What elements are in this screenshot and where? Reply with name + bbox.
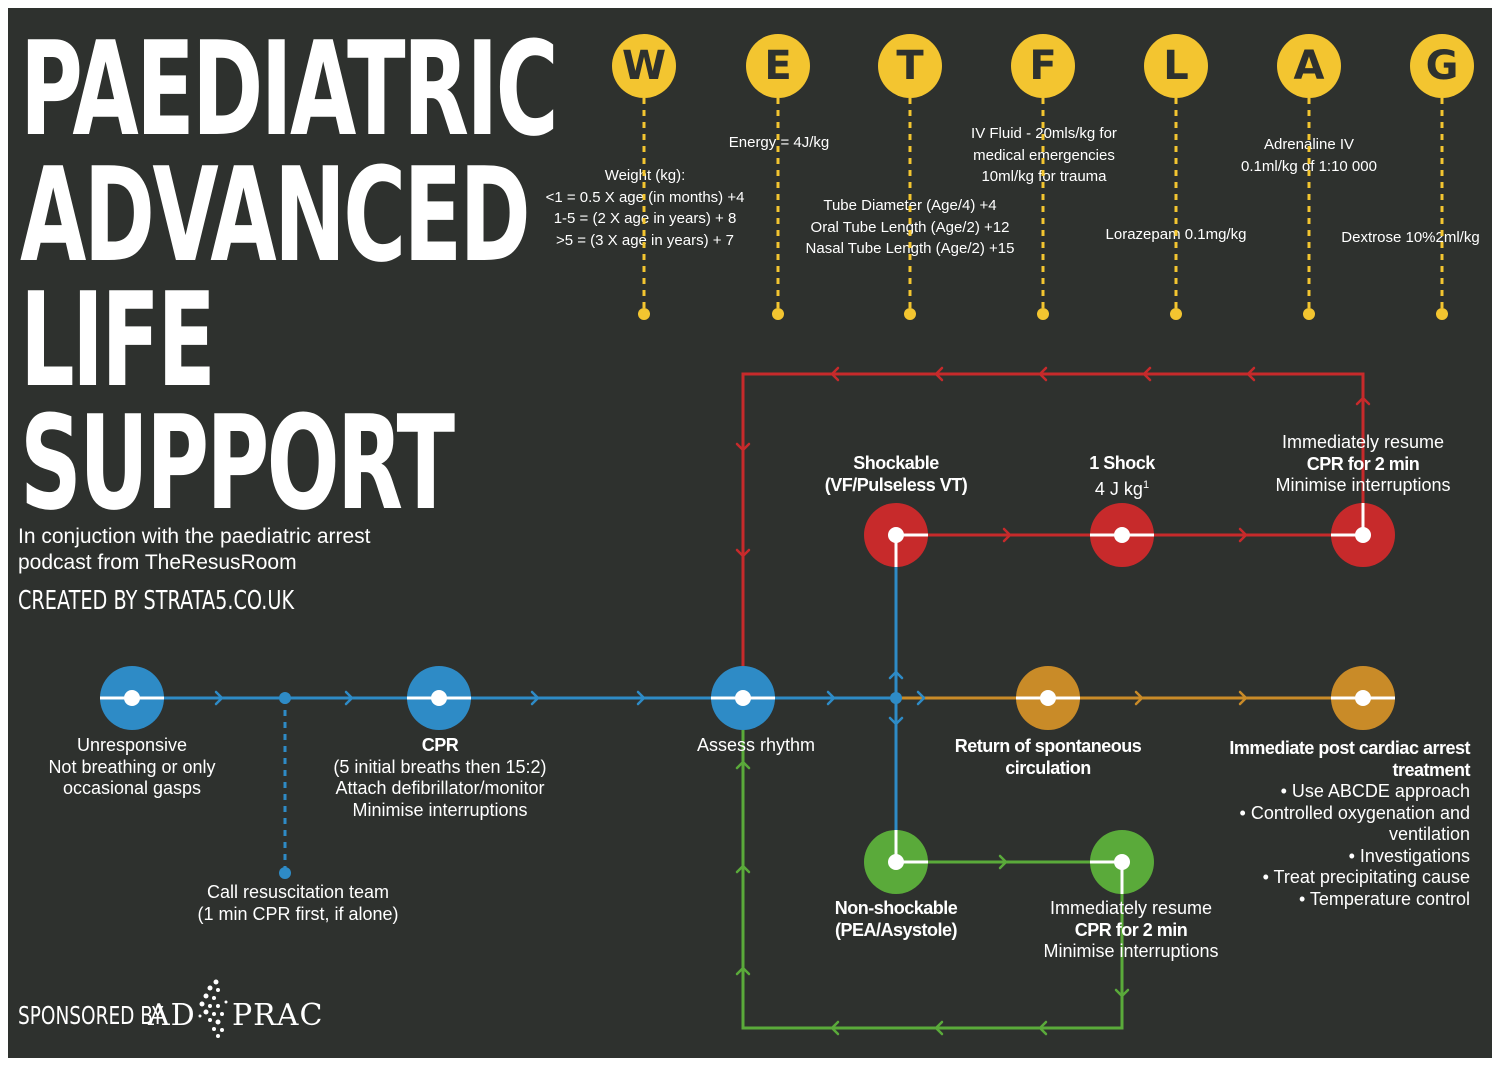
subtitle-line-1: In conjuction with the paediatric arrest bbox=[18, 525, 371, 548]
sponsor-label: SPONSORED BY bbox=[18, 1001, 164, 1030]
sponsor-brand-left: AD bbox=[148, 998, 196, 1033]
junction-dots bbox=[279, 308, 1448, 879]
green-loop-line bbox=[741, 698, 1124, 1030]
title-line-3: LIFE bbox=[20, 264, 216, 416]
flag-l: L bbox=[1144, 34, 1208, 98]
title-line-2: ADVANCED bbox=[20, 139, 531, 291]
label-one-shock: 1 Shock 4 J kg1 bbox=[1089, 453, 1155, 499]
sponsor-logo-icon bbox=[198, 979, 228, 1038]
wetflag-e-text: Energy = 4J/kg bbox=[728, 134, 830, 151]
label-cpr: CPR(5 initial breaths then 15:2) Attach … bbox=[333, 735, 547, 820]
red-chevrons bbox=[735, 366, 1371, 558]
label-assess: Assess rhythm bbox=[696, 735, 816, 755]
flag-g: G bbox=[1410, 34, 1474, 98]
title-line-1: PAEDIATRIC bbox=[20, 13, 559, 165]
blue-chevrons bbox=[214, 670, 926, 726]
sponsor-brand-right: PRAC bbox=[232, 998, 324, 1033]
green-chevrons bbox=[735, 760, 1130, 1036]
orange-chevrons bbox=[1134, 690, 1248, 706]
flag-e: E bbox=[746, 34, 810, 98]
label-call-team: Call resuscitation team(1 min CPR first,… bbox=[197, 882, 399, 924]
flag-w: W bbox=[612, 34, 676, 98]
label-nonshock: Non-shockable(PEA/Asystole) bbox=[834, 898, 958, 940]
subtitle-line-2: podcast from TheResusRoom bbox=[18, 551, 297, 574]
red-loop-line bbox=[741, 372, 1365, 698]
wetflag-g-text: Dextrose 10%2ml/kg bbox=[1341, 229, 1480, 246]
flag-f: F bbox=[1011, 34, 1075, 98]
wetflag-connectors bbox=[642, 98, 1444, 314]
credit-text: CREATED BY STRATA5.CO.UK bbox=[18, 586, 295, 616]
flag-t: T bbox=[878, 34, 942, 98]
title-line-4: SUPPORT bbox=[20, 387, 455, 539]
label-shockable: Shockable(VF/Pulseless VT) bbox=[824, 453, 968, 495]
flag-a: A bbox=[1277, 34, 1341, 98]
